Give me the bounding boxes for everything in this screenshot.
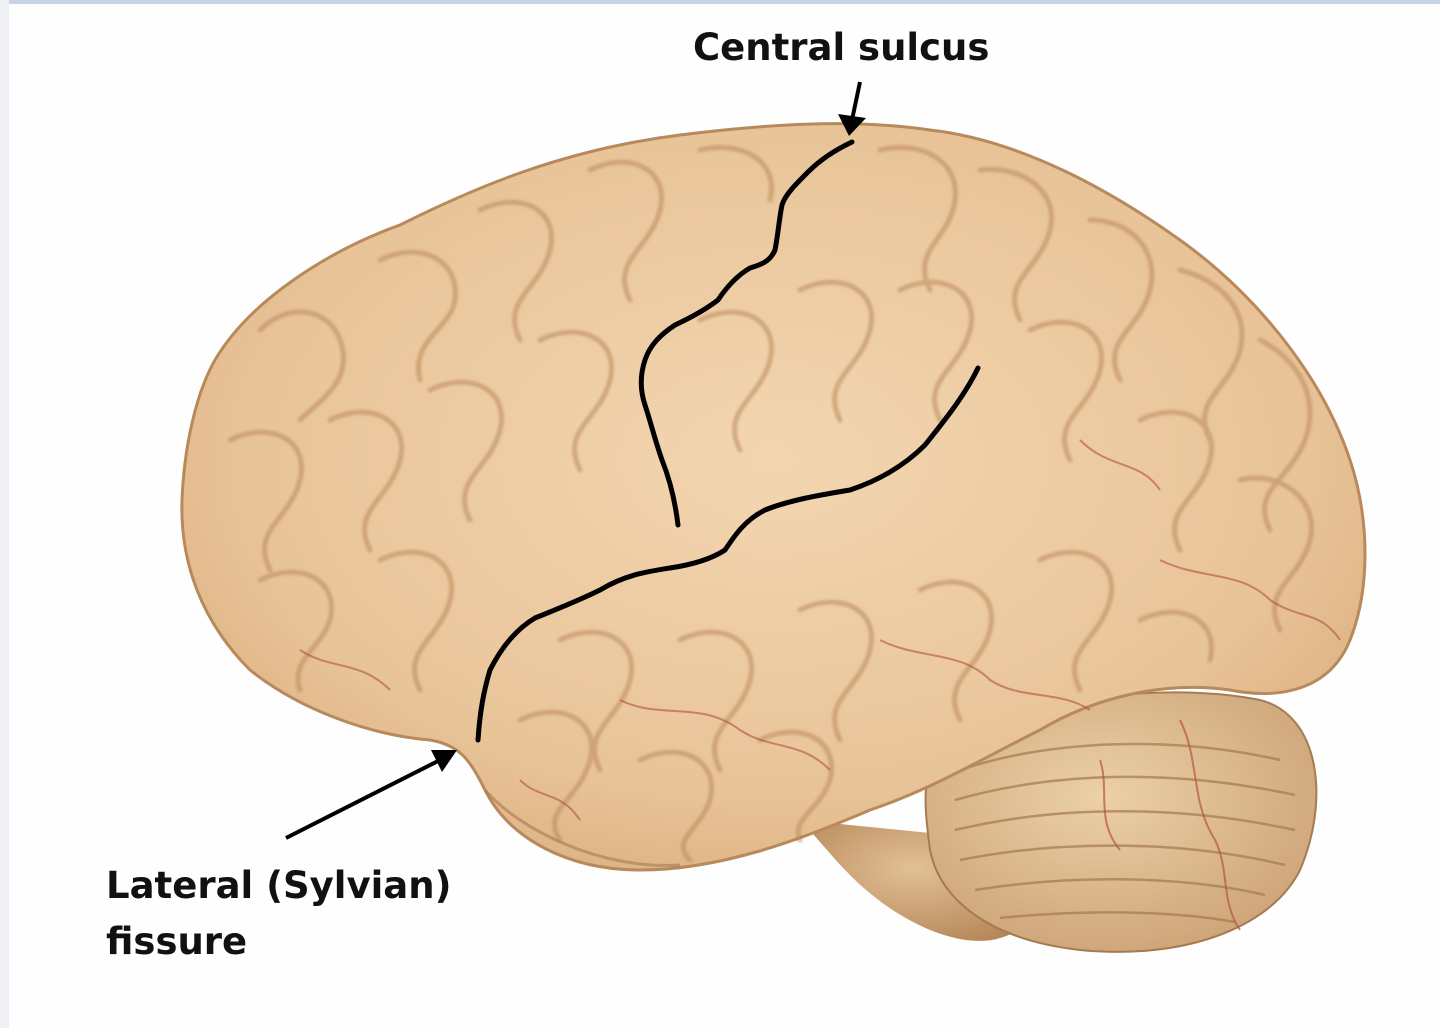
central-sulcus-arrow bbox=[838, 81, 866, 136]
cerebellum bbox=[924, 691, 1318, 953]
cerebrum bbox=[180, 122, 1367, 872]
top-border bbox=[0, 0, 1440, 4]
lateral-fissure-label-line2: fissure bbox=[106, 920, 248, 963]
lateral-fissure-label-line1: Lateral (Sylvian) bbox=[106, 864, 452, 907]
left-border bbox=[0, 0, 9, 1028]
lateral-fissure-arrow bbox=[285, 750, 457, 840]
central-sulcus-line bbox=[638, 139, 855, 528]
lateral-fissure-line bbox=[475, 365, 981, 743]
central-sulcus-label: Central sulcus bbox=[693, 26, 990, 69]
